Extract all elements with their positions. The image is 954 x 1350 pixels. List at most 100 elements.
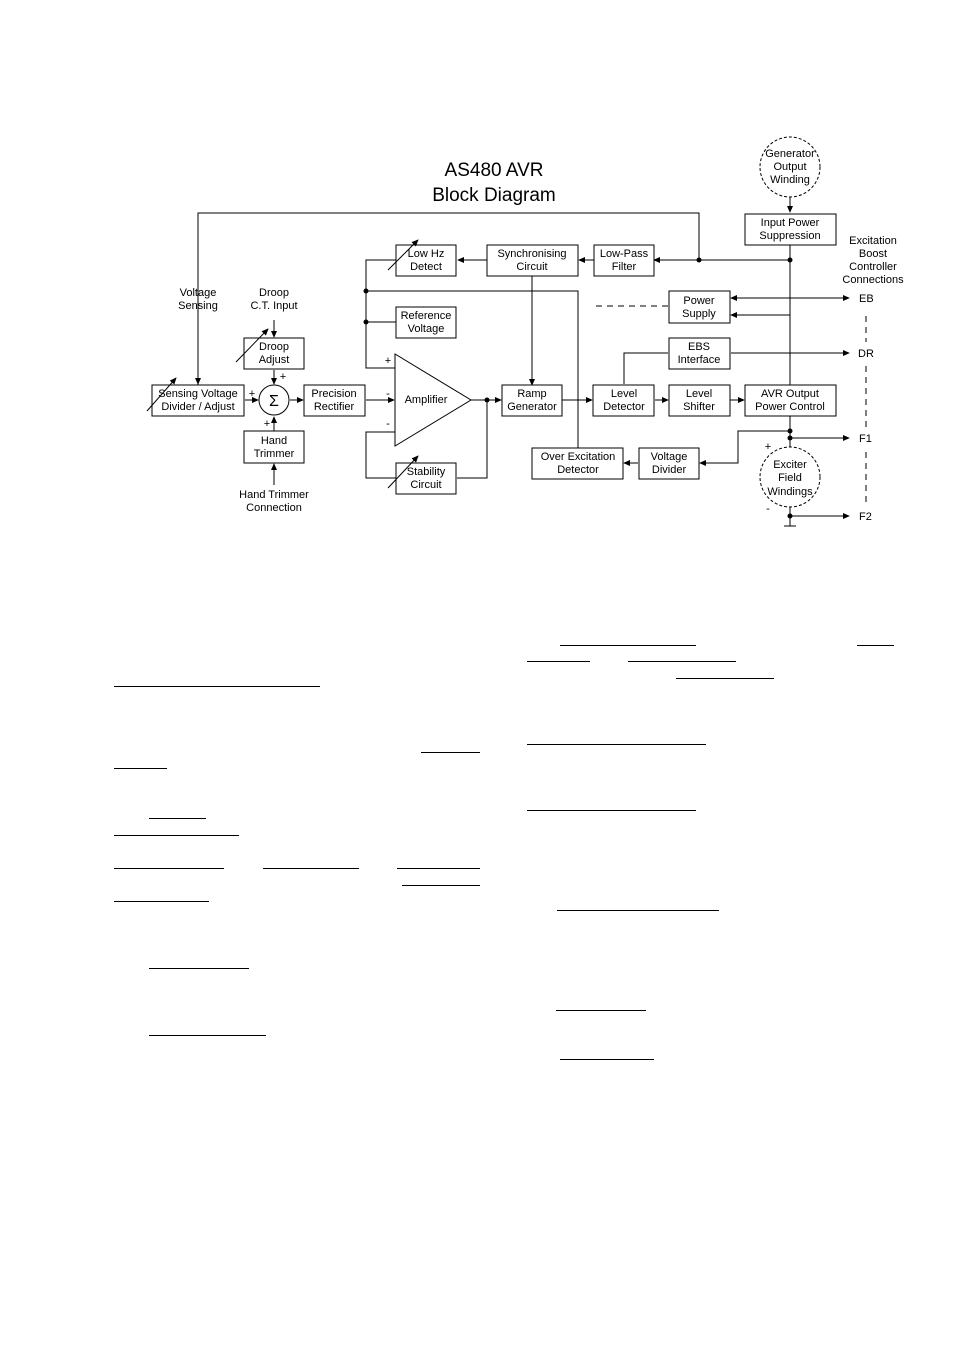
block-amplifier: Amplifier [394, 353, 472, 447]
winding-label: Field [778, 472, 802, 484]
block-sensing-voltage-divider: Sensing Voltage Divider / Adjust [151, 384, 245, 417]
minus-sign: - [386, 418, 390, 430]
minus-sign: - [386, 388, 390, 400]
block-label: Adjust [259, 354, 290, 366]
block-voltage-divider: Voltage Divider [638, 447, 700, 480]
block-ramp-generator: Ramp Generator [501, 384, 563, 417]
block-precision-rectifier: Precision Rectifier [303, 384, 366, 417]
junction-dot [787, 428, 793, 434]
block-label: Synchronising [497, 248, 566, 260]
block-label: Power [683, 295, 715, 307]
text-underline [397, 868, 480, 869]
block-label: Ramp [517, 388, 546, 400]
text-underline [402, 885, 480, 886]
hand-trimmer-connection-label: Connection [246, 502, 302, 514]
junction-dot [787, 513, 793, 519]
winding-label: Generator [765, 148, 815, 160]
exciter-field-windings: Exciter Field Windings [759, 446, 821, 508]
block-over-excitation-detector: Over Excitation Detector [531, 447, 624, 480]
block-label: EBS [688, 341, 710, 353]
block-label: Detector [603, 401, 645, 413]
generator-output-winding: Generator Output Winding [759, 136, 821, 198]
block-label: Amplifier [405, 394, 448, 406]
block-label: Circuit [410, 479, 441, 491]
wire-stability-in [365, 431, 397, 479]
block-label: Divider [652, 464, 687, 476]
block-label: Detector [557, 464, 599, 476]
plus-sign: + [264, 418, 270, 430]
block-droop-adjust: Droop Adjust [243, 337, 305, 370]
block-label: Low Hz [408, 248, 445, 260]
block-label: Trimmer [254, 448, 295, 460]
terminal-eb: EB [859, 293, 874, 305]
text-underline [114, 835, 239, 836]
block-stability-circuit: Stability Circuit [395, 462, 457, 495]
adjust-arrow-icon [235, 328, 269, 363]
voltage-sensing-label: Sensing [178, 300, 218, 312]
block-label: Over Excitation [541, 451, 616, 463]
droop-ct-input-label: C.T. Input [250, 300, 297, 312]
block-label: Suppression [759, 230, 820, 242]
junction-dot [787, 435, 793, 441]
summing-junction [258, 384, 290, 416]
plus-sign: + [249, 388, 255, 400]
block-label: Filter [612, 261, 637, 273]
block-label: Sensing Voltage [158, 388, 238, 400]
block-label: Droop [259, 341, 289, 353]
block-label: Detect [410, 261, 442, 273]
winding-label: Output [773, 161, 806, 173]
block-label: Level [686, 388, 712, 400]
text-underline [149, 818, 206, 819]
block-label: Precision [311, 388, 356, 400]
block-label: Divider / Adjust [161, 401, 234, 413]
block-synchronising-circuit: Synchronising Circuit [486, 244, 579, 277]
text-underline [421, 752, 480, 753]
block-label: Interface [678, 354, 721, 366]
block-reference-voltage: Reference Voltage [395, 306, 457, 339]
block-label: Voltage [408, 323, 445, 335]
excitation-boost-label: Excitation [849, 235, 897, 247]
minus-sign: - [766, 503, 770, 515]
junction-dot [363, 288, 369, 294]
text-underline [556, 1010, 646, 1011]
block-label: Voltage [651, 451, 688, 463]
wire-stability-out [457, 400, 488, 479]
block-label: Rectifier [314, 401, 355, 413]
terminal-f2: F2 [859, 511, 872, 523]
junction-dot [484, 397, 490, 403]
excitation-boost-label: Boost [859, 248, 887, 260]
text-underline [527, 744, 706, 745]
block-ebs-interface: EBS Interface [668, 337, 731, 370]
text-underline [149, 968, 249, 969]
sigma-symbol: Σ [269, 393, 279, 410]
text-underline [628, 661, 736, 662]
wire-column-vdivider [699, 430, 790, 467]
text-underline [527, 661, 590, 662]
winding-label: Windings [767, 486, 813, 498]
block-label: Supply [682, 308, 716, 320]
block-label: Power Control [755, 401, 825, 413]
terminal-f1: F1 [859, 433, 872, 445]
text-underline [263, 868, 359, 869]
text-underline [149, 1035, 266, 1036]
block-label: Generator [507, 401, 557, 413]
droop-ct-input-label: Droop [259, 287, 289, 299]
block-label: AVR Output [761, 388, 819, 400]
block-level-detector: Level Detector [592, 384, 655, 417]
block-input-power-suppression: Input Power Suppression [744, 213, 837, 246]
voltage-sensing-label: Voltage [180, 287, 217, 299]
block-label: Hand [261, 435, 287, 447]
text-underline [560, 645, 696, 646]
text-underline [560, 1059, 654, 1060]
text-underline [857, 645, 894, 646]
wire-ebs-leveldet [623, 352, 668, 384]
block-label: Stability [407, 466, 446, 478]
text-underline [114, 868, 224, 869]
text-underline [676, 678, 774, 679]
block-label: Circuit [516, 261, 547, 273]
diagram-title-line2: Block Diagram [432, 185, 556, 206]
block-hand-trimmer: Hand Trimmer [243, 430, 305, 464]
diagram-title-line1: AS480 AVR [445, 160, 544, 181]
text-underline [527, 810, 696, 811]
